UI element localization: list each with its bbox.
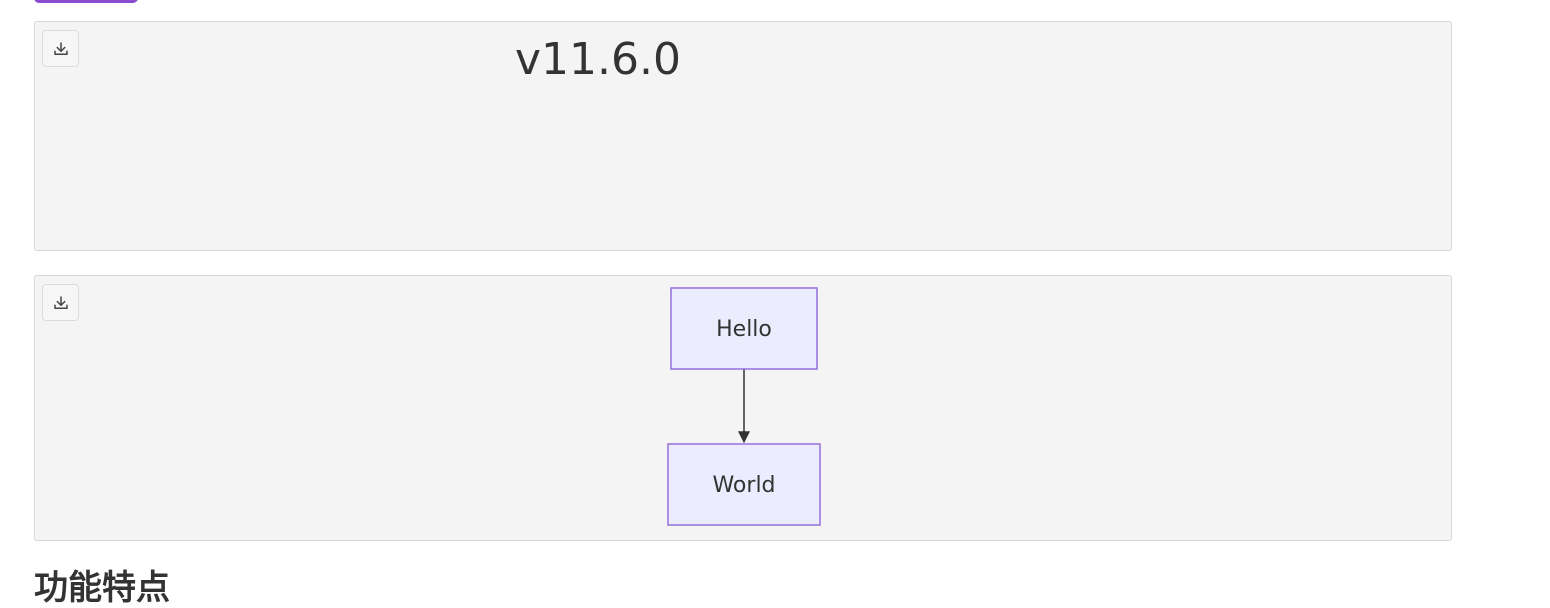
diagram-panel-flowchart: Hello World [34,275,1452,541]
download-button[interactable] [42,30,79,67]
version-label: v11.6.0 [515,34,681,85]
diagram-panel-version: v11.6.0 [34,21,1452,251]
node-label: Hello [716,317,772,342]
flow-node-world[interactable]: World [667,443,821,526]
top-accent-bar [34,0,138,3]
download-icon [53,295,68,309]
download-button[interactable] [42,284,79,321]
download-icon [53,41,68,55]
node-label: World [712,473,775,498]
flow-node-hello[interactable]: Hello [670,287,818,370]
flowchart: Hello World [667,287,821,526]
section-heading: 功能特点 [34,568,170,608]
